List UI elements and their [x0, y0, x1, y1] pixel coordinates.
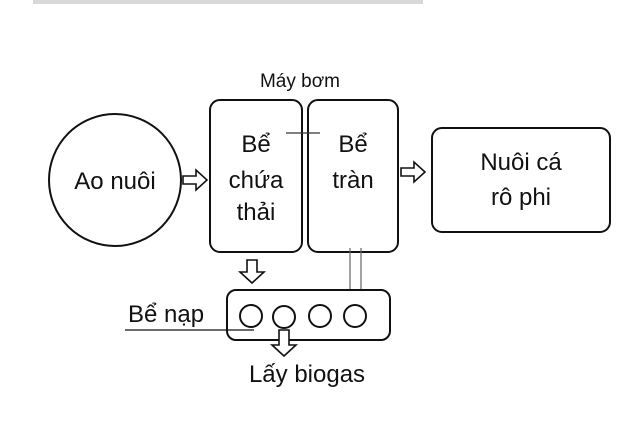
feed-tank-node	[226, 289, 391, 341]
fish-label-2: rô phi	[491, 184, 551, 211]
overflow-tank-node: Bể tràn	[307, 99, 399, 253]
overflow-tank-label-2: tràn	[332, 167, 373, 194]
feed-tank-label: Bể nạp	[128, 301, 204, 328]
arrow-down-icon	[269, 329, 299, 358]
waste-tank-label-3: thải	[237, 199, 276, 226]
pump-label: Máy bơm	[260, 71, 340, 92]
waste-tank-label-1: Bể	[241, 131, 270, 158]
arrow-right-icon	[400, 160, 427, 184]
arrow-right-icon	[182, 168, 209, 192]
overflow-tank-label-1: Bể	[338, 131, 367, 158]
waste-tank-label-2: chứa	[229, 167, 284, 194]
cropped-caption	[33, 0, 423, 4]
waste-tank-node: Bể chứa thải	[209, 99, 303, 253]
arrow-down-icon	[237, 259, 267, 285]
fish-label-1: Nuôi cá	[480, 149, 562, 176]
fish-node: Nuôi cá rô phi	[431, 127, 611, 233]
pond-label: Ao nuôi	[74, 168, 155, 195]
biogas-label: Lấy biogas	[249, 361, 365, 388]
pond-node: Ao nuôi	[48, 113, 182, 247]
